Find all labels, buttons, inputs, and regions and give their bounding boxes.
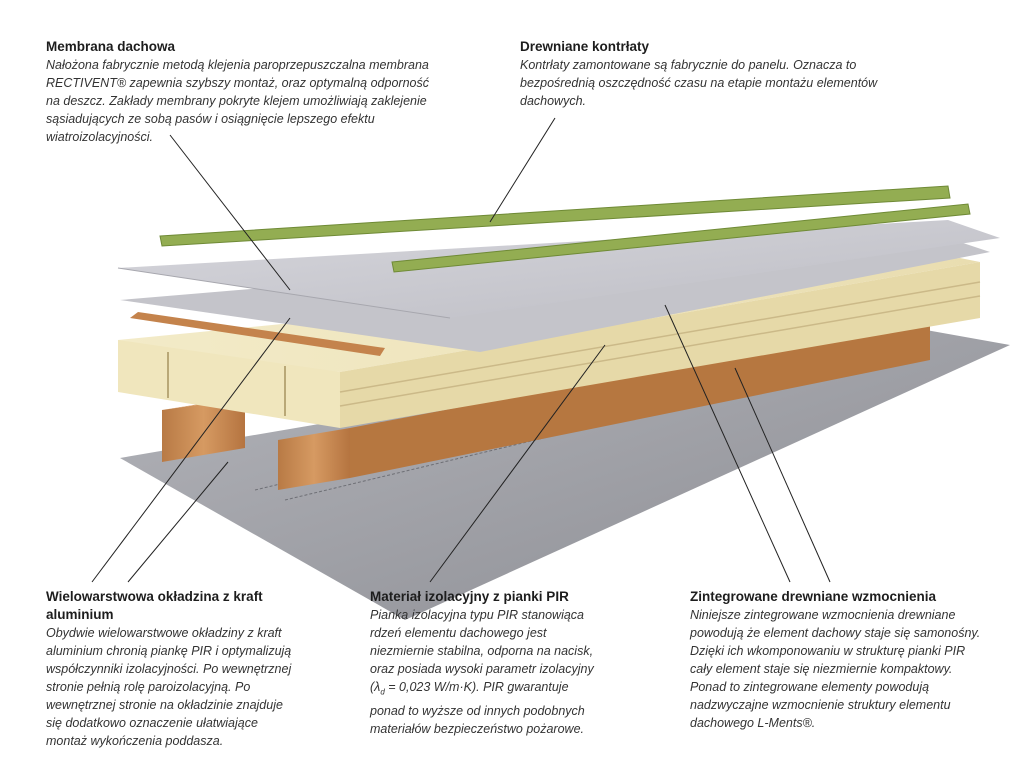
lambda-value: = 0,023 W/m·K). PIR gwarantuje [384,680,569,694]
pir-body-tail: ponad to wyższe od innych podobnych mate… [370,703,585,736]
callout-pir-body: Pianka izolacyjna typu PIR stanowiąca rd… [370,606,670,738]
callout-reinforcement-body: Niniejsze zintegrowane wzmocnienia drewn… [690,608,981,730]
leader-line-reinforcement-2 [734,367,831,583]
leader-line-membrane [169,134,291,291]
leader-line-facing-2 [127,461,229,583]
roof-membrane-sheet [118,220,1000,318]
callout-membrane-title: Membrana dachowa [46,39,176,54]
membrane-edge [117,267,451,319]
leader-line-battens [489,117,556,223]
callout-battens-title: Drewniane kontrłaty [520,39,650,54]
lambda-subscript: d [380,687,385,697]
leader-line-reinforcement-1 [664,304,791,583]
callout-pir: Materiał izolacyjny z pianki PIR Pianka … [370,588,670,738]
leader-line-pir [429,344,606,583]
bottom-foil-sheet [120,325,1010,620]
pir-foam-side [340,262,980,428]
callout-facing-body: Obydwie wielowarstwowe okładziny z kraft… [46,626,292,748]
pir-body-line: rdzeń elementu dachowego jest [370,626,547,640]
callout-battens: Drewniane kontrłaty Kontrłaty zamontowan… [520,38,920,110]
green-counter-batten [391,203,971,273]
wood-reinforcement-front [278,428,350,490]
callout-reinforcement-title: Zintegrowane drewniane wzmocnienia [690,589,937,604]
pir-body-line: Pianka izolacyjna typu PIR stanowiąca [370,608,585,622]
wood-reinforcement-front [162,398,245,462]
callout-facing: Wielowarstwowa okładzina z kraft alumini… [46,588,346,750]
callout-membrane-body: Nałożona fabrycznie metodą klejenia paro… [46,58,429,144]
callout-battens-body: Kontrłaty zamontowane są fabrycznie do p… [520,58,878,108]
pir-body-line: niezmiernie stabilna, odporna na nacisk, [370,644,594,658]
callout-facing-title: Wielowarstwowa okładzina z kraft alumini… [46,589,263,622]
pir-lambda-line: (λd = 0,023 W/m·K). PIR gwarantuje [370,680,569,697]
callout-membrane: Membrana dachowa Nałożona fabrycznie met… [46,38,486,146]
foam-groove [339,281,981,393]
cross-batten [130,312,385,356]
pir-body-line: oraz posiada wysoki parametr izolacyjny [370,662,594,676]
callout-pir-title: Materiał izolacyjny z pianki PIR [370,589,569,604]
green-counter-batten [159,185,951,247]
leader-line-facing-1 [91,317,291,583]
foam-groove [339,295,981,407]
lambda-symbol: λ [374,680,381,694]
callout-reinforcement: Zintegrowane drewniane wzmocnienia Ninie… [690,588,1010,732]
wood-reinforcement-side [350,318,930,478]
